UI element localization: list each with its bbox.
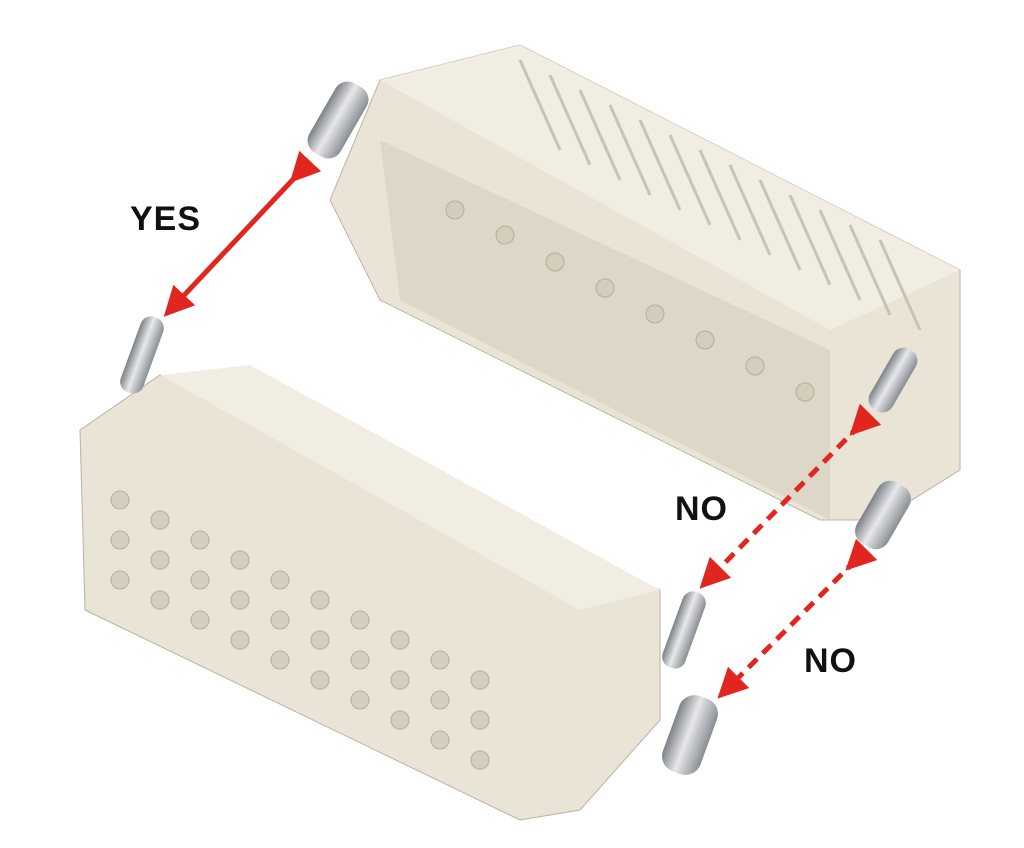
no-label-upper: NO	[675, 490, 728, 528]
upper-guide-bush-left	[307, 81, 369, 159]
lower-guide-pin-right	[662, 591, 706, 669]
yes-arrow	[163, 150, 322, 317]
lower-guide-pin-left	[120, 316, 164, 394]
lower-guide-bush-right	[662, 695, 718, 775]
no-arrow-upper	[699, 403, 882, 589]
no-arrow-lower	[717, 538, 878, 699]
yes-label: YES	[130, 200, 202, 238]
upper-connector-housing	[329, 44, 961, 521]
no-label-lower: NO	[804, 642, 857, 680]
upper-guide-pin-right	[868, 347, 918, 413]
lower-connector-pins	[110, 490, 490, 770]
lower-connector-housing	[79, 365, 661, 821]
upper-connector-ribs	[518, 59, 922, 331]
upper-connector-contact-holes	[445, 200, 815, 402]
